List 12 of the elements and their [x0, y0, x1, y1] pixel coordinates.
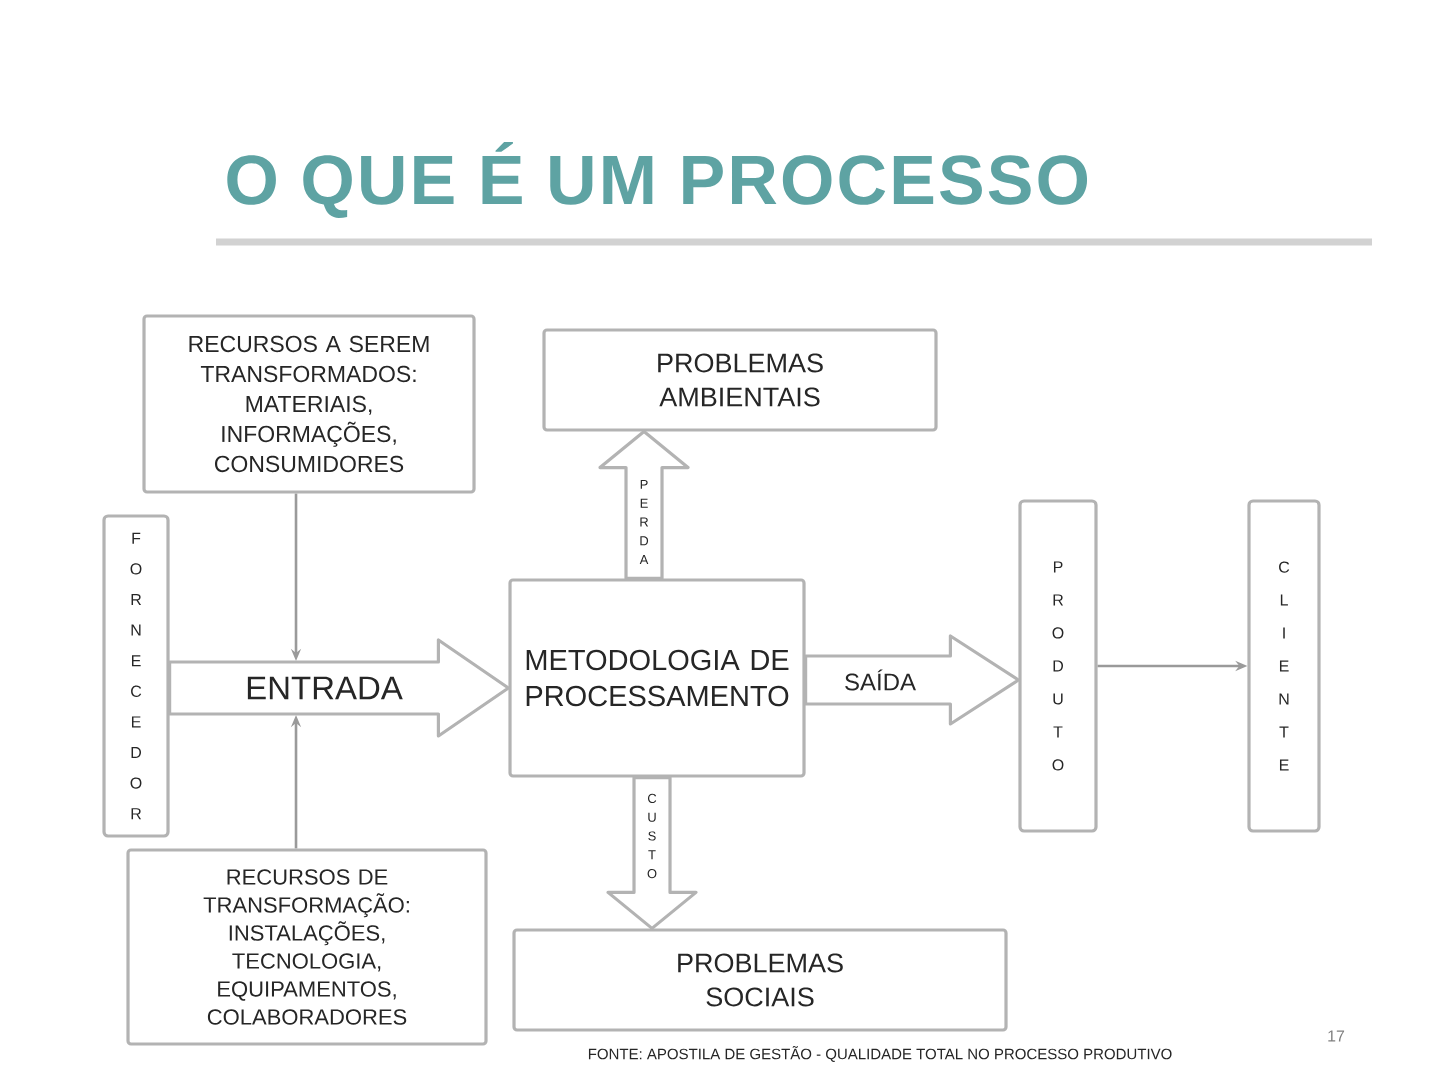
page-number: 17: [1328, 1030, 1345, 1042]
edge-label: SAÍDA: [842, 667, 918, 693]
process-box: METODOLOGIA DE PROCESSAMENTO: [508, 578, 806, 778]
vertical-text-box: FORNECEDOR: [102, 514, 170, 838]
title: O QUE É UM PROCESSO: [227, 142, 1088, 218]
process-box: RECURSOS A SEREM TRANSFORMADOS: MATERIAIS, INFORMAÇÕES, CONSUMIDORES: [142, 314, 476, 494]
vertical-text-box: PRODUTO: [1018, 499, 1098, 833]
process-box: PROBLEMAS SOCIAIS: [512, 928, 1008, 1032]
edge-label: ENTRADA: [243, 674, 405, 702]
process-box: PROBLEMAS AMBIENTAIS: [542, 328, 938, 432]
process-box: RECURSOS DE TRANSFORMAÇÃO: INSTALAÇÕES, TECNOLOGIA, EQUIPAMENTOS, COLABORADORES: [126, 848, 488, 1046]
vertical-text-box: CLIENTE: [1247, 499, 1321, 833]
